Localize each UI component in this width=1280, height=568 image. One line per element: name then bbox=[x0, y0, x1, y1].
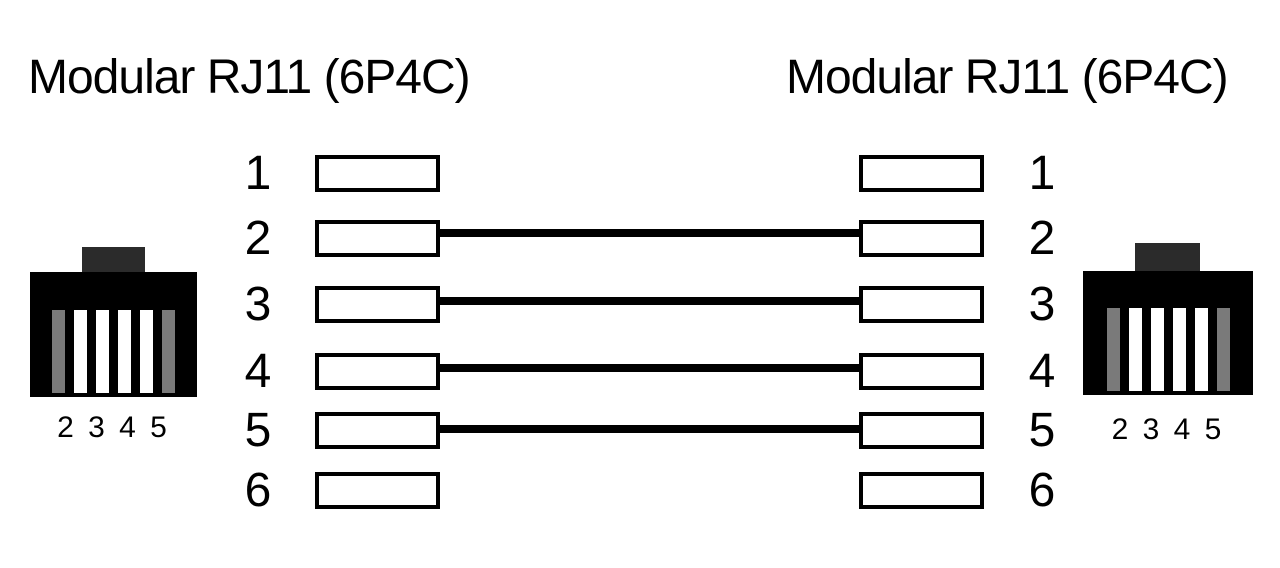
plug-contact-slot bbox=[162, 310, 175, 393]
plug-contact-slot bbox=[74, 310, 87, 393]
wire-pin-3 bbox=[436, 297, 860, 305]
right-plug-pin-numbers: 2 3 4 5 bbox=[1111, 413, 1225, 446]
plug-body bbox=[30, 272, 197, 397]
rj11-plug-icon-left bbox=[30, 247, 197, 397]
pin-number-left-3: 3 bbox=[244, 278, 272, 331]
pin-box-left-3 bbox=[315, 286, 440, 323]
plug-contact-slot bbox=[1129, 308, 1142, 391]
plug-contact-slot bbox=[1107, 308, 1120, 391]
pin-number-left-6: 6 bbox=[244, 464, 272, 517]
wire-pin-2 bbox=[436, 229, 860, 237]
rj11-plug-icon-right bbox=[1083, 243, 1253, 395]
pin-box-right-3 bbox=[859, 286, 984, 323]
pin-box-right-6 bbox=[859, 472, 984, 509]
pin-number-right-1: 1 bbox=[1028, 147, 1056, 200]
plug-latch-tab bbox=[82, 247, 145, 276]
pin-box-left-5 bbox=[315, 412, 440, 449]
pin-box-right-5 bbox=[859, 412, 984, 449]
pin-box-right-4 bbox=[859, 353, 984, 390]
pin-number-left-2: 2 bbox=[244, 212, 272, 265]
pin-number-right-5: 5 bbox=[1028, 404, 1056, 457]
pin-number-left-5: 5 bbox=[244, 404, 272, 457]
pin-box-left-1 bbox=[315, 155, 440, 192]
pin-box-left-2 bbox=[315, 220, 440, 257]
right-connector-title: Modular RJ11 (6P4C) bbox=[786, 51, 1229, 104]
pin-number-right-3: 3 bbox=[1028, 278, 1056, 331]
pin-box-left-4 bbox=[315, 353, 440, 390]
plug-contact-slot bbox=[1195, 308, 1208, 391]
pin-box-right-2 bbox=[859, 220, 984, 257]
pin-box-left-6 bbox=[315, 472, 440, 509]
plug-contact-slot bbox=[52, 310, 65, 393]
plug-body bbox=[1083, 271, 1253, 395]
plug-contact-slot bbox=[1217, 308, 1230, 391]
plug-contact-slot bbox=[96, 310, 109, 393]
left-plug-pin-numbers: 2 3 4 5 bbox=[57, 411, 170, 444]
pin-number-left-1: 1 bbox=[244, 147, 272, 200]
wire-pin-4 bbox=[436, 364, 860, 372]
plug-contact-slot bbox=[118, 310, 131, 393]
pin-number-right-6: 6 bbox=[1028, 464, 1056, 517]
pin-box-right-1 bbox=[859, 155, 984, 192]
wire-pin-5 bbox=[436, 425, 860, 433]
left-connector-title: Modular RJ11 (6P4C) bbox=[28, 51, 471, 104]
pin-number-left-4: 4 bbox=[244, 345, 272, 398]
plug-contact-slot bbox=[1173, 308, 1186, 391]
pin-number-right-4: 4 bbox=[1028, 345, 1056, 398]
plug-contact-slot bbox=[140, 310, 153, 393]
pin-number-right-2: 2 bbox=[1028, 212, 1056, 265]
plug-contact-slot bbox=[1151, 308, 1164, 391]
plug-latch-tab bbox=[1135, 243, 1200, 273]
